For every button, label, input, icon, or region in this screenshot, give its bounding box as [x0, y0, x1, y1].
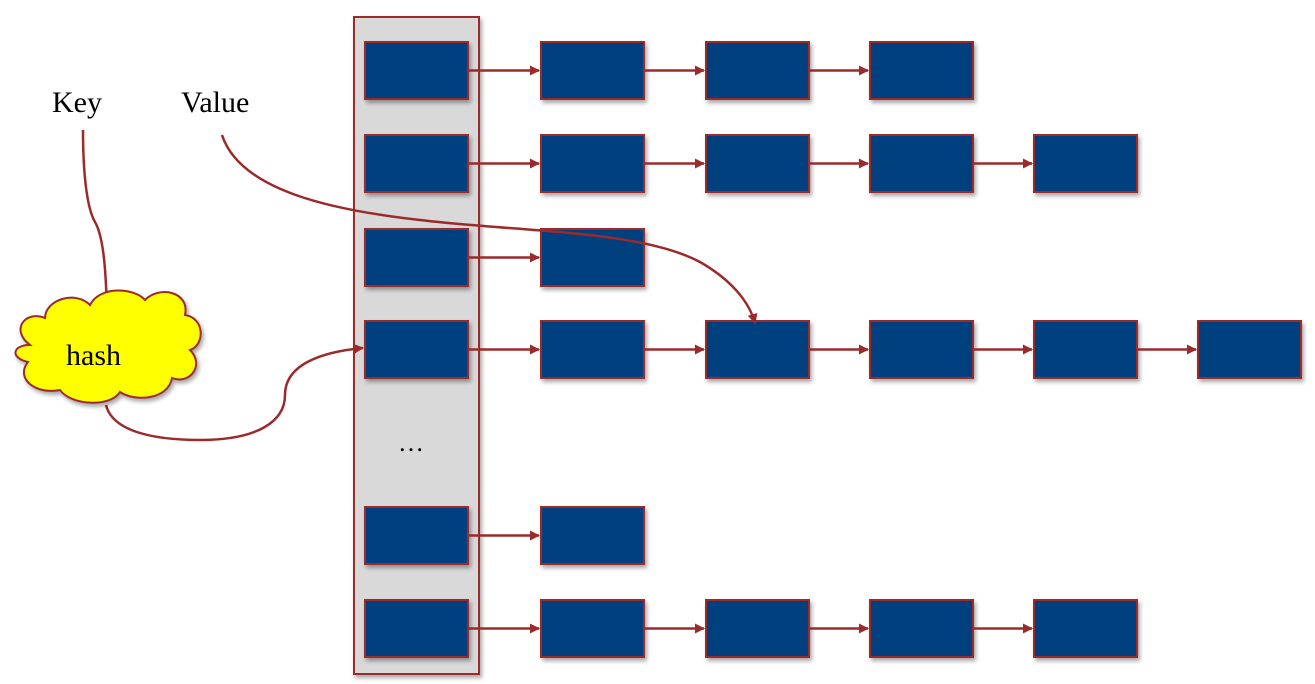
chain-node	[1033, 599, 1138, 658]
chain-node	[705, 134, 810, 193]
hash-to-bucket-arrow	[104, 343, 364, 442]
chain-node	[705, 41, 810, 100]
ellipsis-label: …	[398, 428, 424, 457]
chain-node	[705, 599, 810, 658]
chain-node	[1033, 134, 1138, 193]
hash-label: hash	[66, 339, 121, 372]
bucket-slot	[364, 228, 469, 287]
chain-node	[869, 599, 974, 658]
key-label: Key	[52, 86, 102, 119]
chain-node	[540, 320, 645, 379]
chain-node	[1197, 320, 1302, 379]
value-to-node-arrow	[220, 134, 758, 324]
value-label: Value	[181, 86, 250, 119]
chain-node	[540, 506, 645, 565]
bucket-slot	[364, 320, 469, 379]
chain-node	[1033, 320, 1138, 379]
bucket-slot	[364, 599, 469, 658]
chain-node	[705, 320, 810, 379]
chain-node	[869, 320, 974, 379]
chain-node	[540, 134, 645, 193]
key-to-hash-arrow	[81, 129, 112, 317]
chain-node	[540, 228, 645, 287]
bucket-slot	[364, 41, 469, 100]
bucket-slot	[364, 134, 469, 193]
chain-node	[540, 599, 645, 658]
chain-node	[540, 41, 645, 100]
bucket-slot	[364, 506, 469, 565]
chain-node	[869, 41, 974, 100]
chain-node	[869, 134, 974, 193]
hash-cloud	[14, 289, 202, 404]
